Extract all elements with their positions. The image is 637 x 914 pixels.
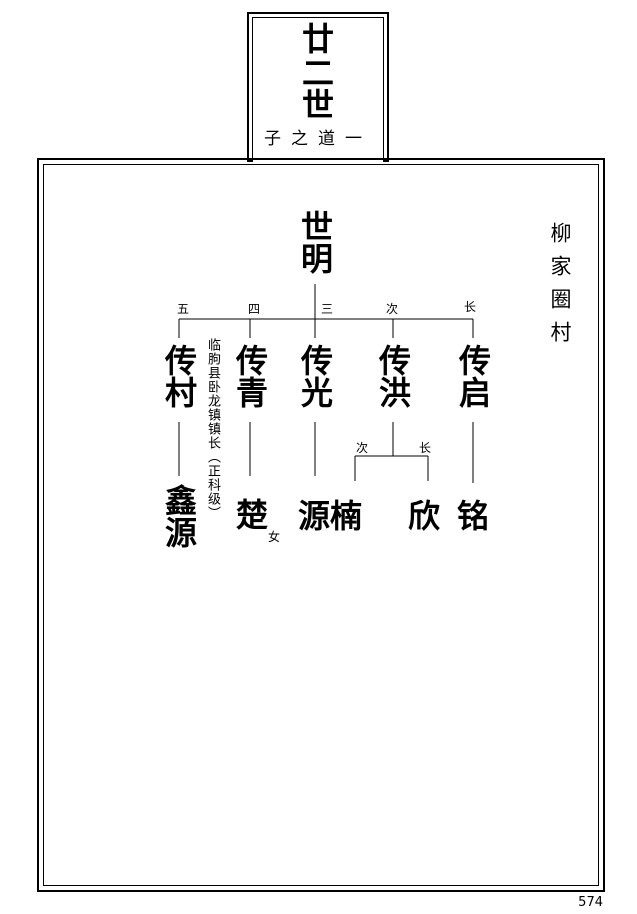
grandchild-name: 源楠 — [298, 497, 363, 535]
son-rank-label: 五 — [176, 302, 189, 316]
grandchild-name: 铭 — [457, 497, 490, 535]
page-frame-outer — [37, 158, 605, 892]
root-name: 世明 — [296, 210, 334, 274]
daughter-mark: 女 — [268, 530, 281, 544]
grandchild-name: 楚 — [231, 498, 269, 530]
generation-subtitle: 子之道一 — [264, 129, 372, 149]
page-frame-inner — [43, 164, 599, 886]
son-rank-label: 长 — [463, 300, 476, 314]
grandchild-rank-label: 长 — [418, 441, 431, 455]
generation-tab-inner-border — [252, 17, 384, 162]
generation-char-1: 廿 — [301, 20, 334, 58]
son-rank-label: 次 — [385, 302, 398, 316]
son-rank-label: 四 — [247, 302, 260, 316]
village-name: 柳家圈村 — [548, 222, 572, 354]
page-number: 574 — [578, 895, 603, 910]
son-note: 临朐县卧龙镇镇长（正科级） — [205, 338, 220, 520]
grandchild-name: 欣 — [408, 497, 441, 535]
generation-char-2: 二 — [301, 54, 334, 92]
grandchild-name: 鑫源 — [160, 484, 198, 548]
son-name: 传洪 — [374, 344, 412, 408]
son-name: 传光 — [296, 344, 334, 408]
son-name: 传青 — [231, 344, 269, 408]
generation-char-3: 世 — [301, 86, 334, 124]
son-name: 传启 — [454, 344, 492, 408]
grandchild-rank-label: 次 — [355, 441, 368, 455]
son-name: 传村 — [160, 344, 198, 408]
son-rank-label: 三 — [320, 302, 333, 316]
